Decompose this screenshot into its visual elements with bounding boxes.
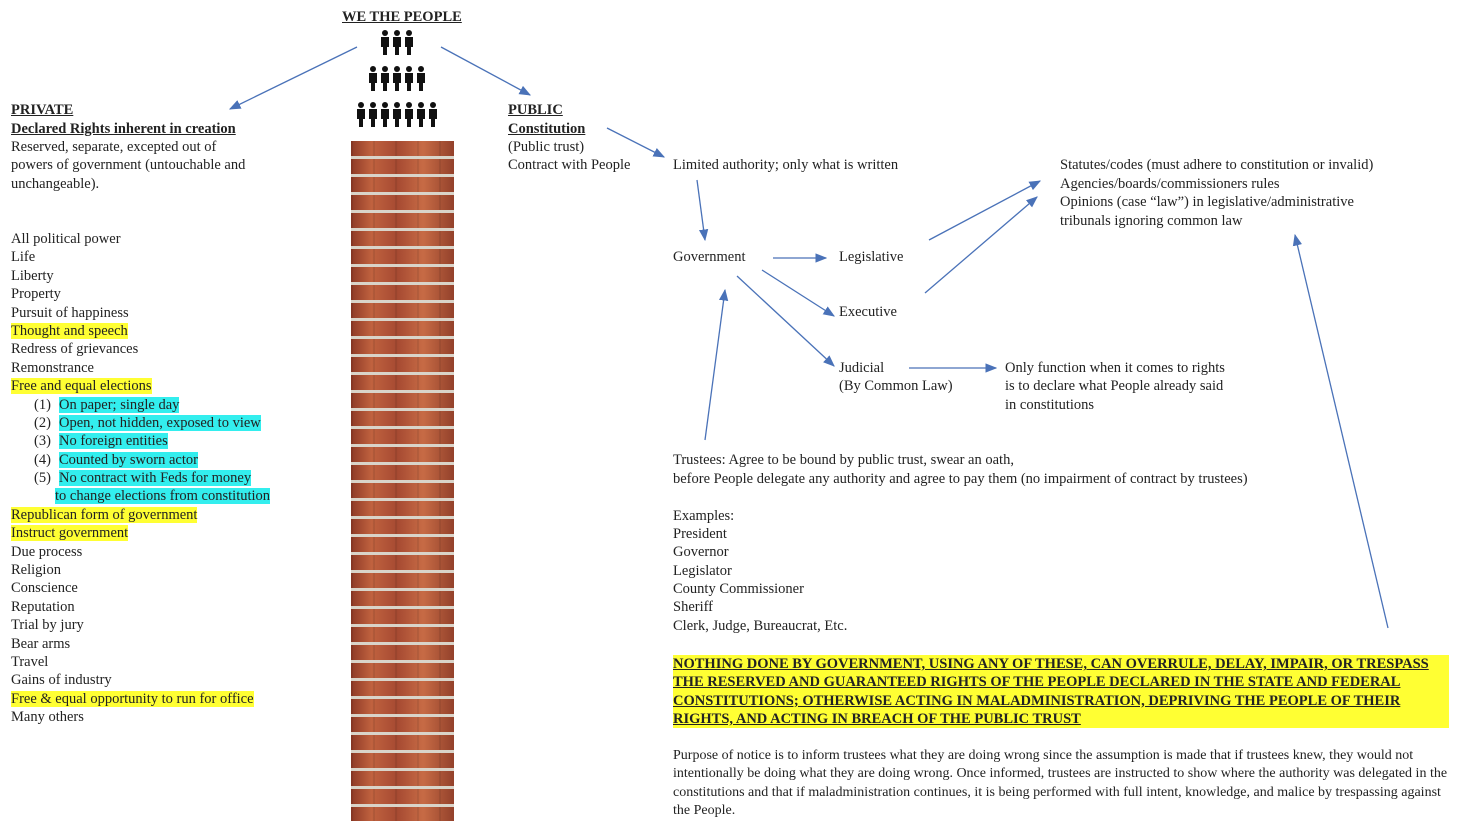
right-item: Due process [11, 543, 83, 560]
election-item-number: (2) [34, 414, 51, 431]
election-item: On paper; single day [59, 396, 180, 413]
government-label: Government [673, 249, 746, 265]
right-item: All political power [11, 231, 121, 247]
right-item: Conscience [11, 580, 78, 597]
judicial-function-line: Only function when it comes to rights [1005, 360, 1225, 376]
page-title: WE THE PEOPLE [342, 9, 462, 25]
arrow-government-to-judicial [736, 275, 835, 367]
public-line: Contract with People [508, 157, 631, 173]
judicial-sublabel: (By Common Law) [839, 378, 953, 394]
notice-text: NOTHING DONE BY GOVERNMENT, USING ANY OF… [673, 655, 1449, 729]
right-item-highlighted: Republican form of government [11, 506, 198, 523]
example-item: County Commissioner [673, 581, 804, 597]
arrow-government-to-executive [761, 269, 835, 317]
arrow-legislative-to-statutes [928, 180, 1042, 241]
judicial-function-line: is to declare what People already said [1005, 378, 1224, 394]
right-item-highlighted: Instruct government [11, 525, 129, 542]
election-item-number: (4) [34, 451, 51, 468]
right-item: Gains of industry [11, 672, 112, 689]
election-item-number: (3) [34, 433, 51, 450]
limited-authority-label: Limited authority; only what is written [673, 157, 899, 173]
right-item: Redress of grievances [11, 341, 139, 358]
example-item: Sheriff [673, 599, 714, 615]
examples-title: Examples: [673, 508, 735, 524]
example-item: President [673, 526, 727, 542]
example-item: Clerk, Judge, Bureaucrat, Etc. [673, 618, 848, 634]
election-item-number: (5) [34, 470, 51, 487]
arrow-people-to-public [440, 46, 532, 96]
arrow-trustees-to-government [704, 288, 729, 441]
trustees-line: before People delegate any authority and… [673, 471, 1248, 487]
public-line: (Public trust) [508, 139, 585, 155]
right-item: Life [11, 249, 36, 266]
private-description-line: Reserved, separate, excepted out of [11, 139, 217, 155]
right-item: Travel [11, 653, 49, 670]
arrow-limited-to-government [696, 179, 709, 242]
right-item: Many others [11, 709, 84, 726]
judicial-label: Judicial [839, 360, 885, 376]
right-item: Property [11, 286, 61, 303]
statutes-line: Agencies/boards/commissioners rules [1060, 176, 1280, 192]
right-item-highlighted: Thought and speech [11, 322, 128, 339]
example-item: Governor [673, 544, 729, 560]
statutes-line: Statutes/codes (must adhere to constitut… [1060, 157, 1374, 173]
right-item: Trial by jury [11, 617, 84, 634]
right-item: Religion [11, 562, 61, 579]
right-item-highlighted: Free & equal opportunity to run for offi… [11, 690, 254, 707]
public-subtitle: Constitution [508, 121, 586, 137]
public-title: PUBLIC [508, 102, 563, 118]
private-subtitle: Declared Rights inherent in creation [11, 121, 236, 137]
election-item: Open, not hidden, exposed to view [59, 414, 261, 431]
trustees-line: Trustees: Agree to be bound by public tr… [673, 452, 1014, 468]
legislative-label: Legislative [839, 249, 904, 265]
right-item: Reputation [11, 598, 75, 615]
election-item: No contract with Feds for money [59, 470, 252, 487]
purpose-text: Purpose of notice is to inform trustees … [673, 748, 1448, 818]
right-item: Remonstrance [11, 359, 94, 376]
brick-wall-image [351, 141, 454, 821]
election-item-number: (1) [34, 396, 51, 413]
example-item: Legislator [673, 563, 732, 579]
private-title: PRIVATE [11, 102, 74, 118]
private-description-line: powers of government (untouchable and [11, 157, 246, 173]
arrow-executive-to-statutes [924, 196, 1038, 294]
right-item: Bear arms [11, 635, 71, 652]
right-item: Pursuit of happiness [11, 304, 129, 321]
election-item: Counted by sworn actor [59, 451, 198, 468]
judicial-function-line: in constitutions [1005, 397, 1095, 413]
arrow-people-to-private [228, 46, 358, 110]
arrow-constitution-to-limited [606, 127, 666, 158]
executive-label: Executive [839, 304, 897, 320]
election-item: No foreign entities [59, 433, 168, 450]
right-item: Liberty [11, 267, 54, 284]
election-item-continued: to change elections from constitution [55, 488, 271, 505]
people-pyramid-icon [357, 30, 437, 127]
rights-list: All political power Life Liberty Propert… [11, 230, 271, 727]
statutes-line: Opinions (case “law”) in legislative/adm… [1060, 194, 1354, 210]
private-description-line: unchangeable). [11, 176, 100, 192]
right-item-highlighted: Free and equal elections [11, 378, 152, 395]
statutes-line: tribunals ignoring common law [1060, 213, 1243, 229]
arrow-notice-to-statutes [1292, 233, 1389, 629]
